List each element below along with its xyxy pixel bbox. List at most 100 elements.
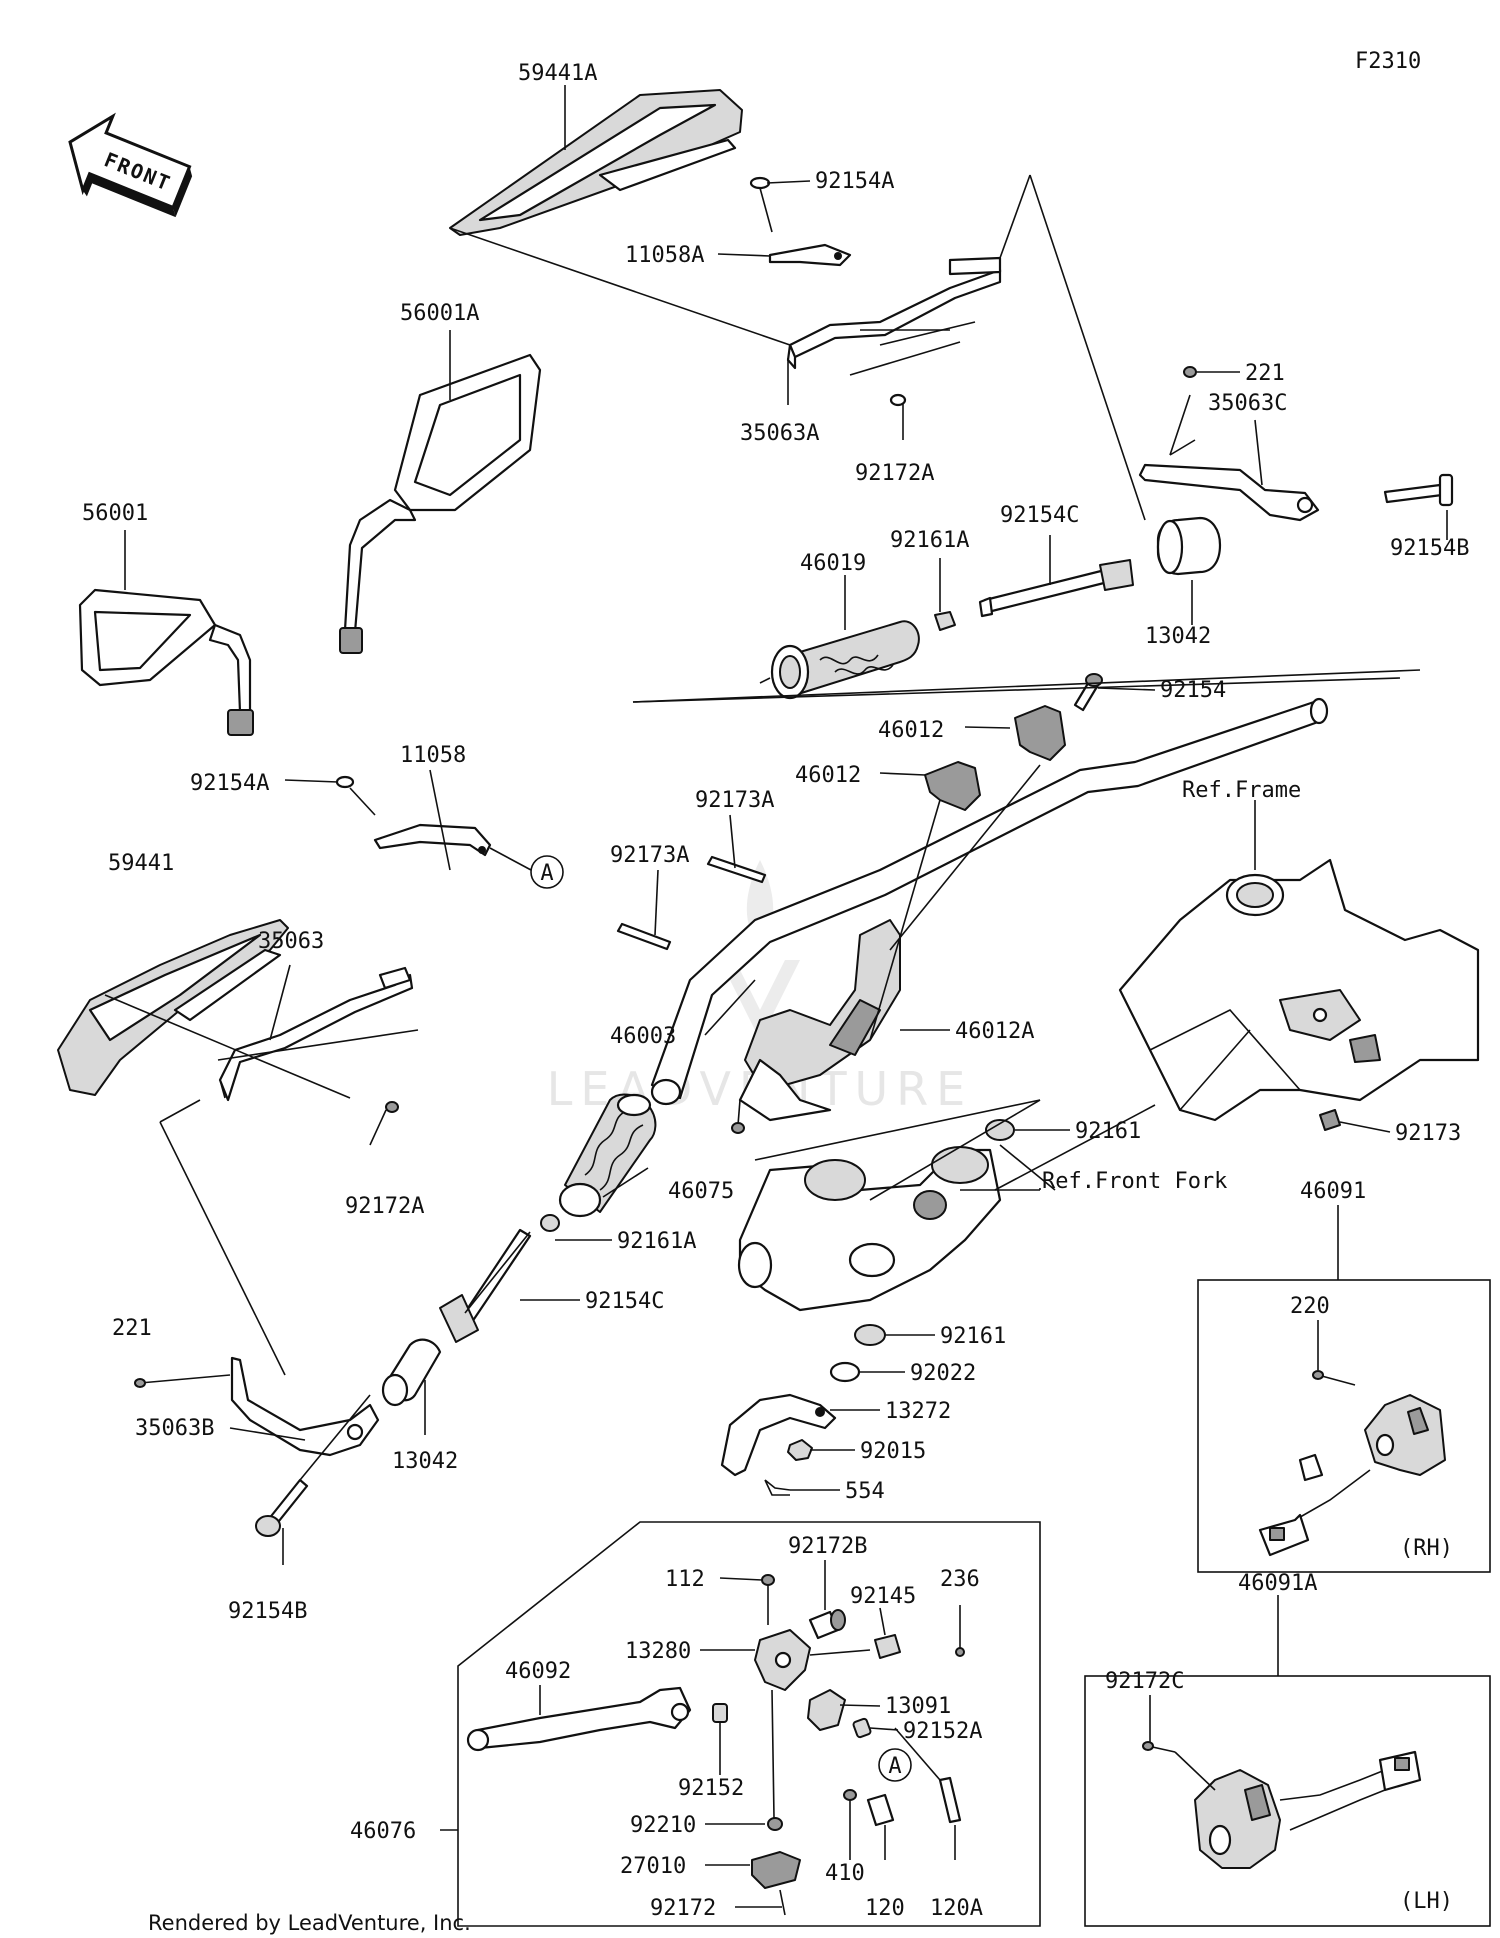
label-410: 410 [825,1861,865,1886]
switch-46091-rh [1258,1394,1446,1557]
label-92173: 92173 [1395,1121,1461,1146]
label-92161A-top: 92161A [890,528,969,553]
label-35063B: 35063B [135,1416,214,1441]
bolt-112 [761,1574,775,1625]
bracket-35063C [1138,394,1320,522]
label-46091: 46091 [1300,1179,1366,1204]
label-27010: 27010 [620,1854,686,1879]
callout-a-upper: A [530,855,564,889]
grip-46075 [558,1093,657,1218]
label-92173A-b: 92173A [610,843,689,868]
label-46076: 46076 [350,1819,416,1844]
label-554: 554 [845,1479,885,1504]
label-46091A: 46091A [1238,1571,1317,1596]
bolt-92154B-right [1383,473,1454,507]
throttle-grip-46019 [759,620,920,700]
label-92161-a: 92161 [1075,1119,1141,1144]
screw-221-left [139,1374,231,1384]
washer-92022 [829,1361,861,1383]
nut-92210 [767,1817,783,1831]
label-35063C: 35063C [1208,391,1287,416]
label-120: 120 [865,1896,905,1921]
label-92172B: 92172B [788,1534,867,1559]
bolt-92172B [808,1609,846,1640]
hand-guard-right [449,89,743,236]
label-92161-b: 92161 [940,1324,1006,1349]
label-92172C: 92172C [1105,1669,1184,1694]
diagram-id: F2310 [1355,49,1421,74]
clamp-46012-lower [924,761,981,811]
bracket-11058 [373,823,492,857]
switch-46091A-lh [1194,1750,1422,1869]
label-92154C-top: 92154C [1000,503,1079,528]
washer-410 [843,1789,857,1801]
label-13042-left: 13042 [392,1449,458,1474]
rh-switch-box [1197,1279,1491,1573]
nut-92015 [787,1439,813,1461]
label-92145: 92145 [850,1584,916,1609]
label-92154A-top: 92154A [815,169,894,194]
screw-92154A-left [335,775,376,816]
label-11058A: 11058A [625,243,704,268]
label-46075: 46075 [668,1179,734,1204]
label-92173A-a: 92173A [695,788,774,813]
screw-236 [955,1647,965,1657]
bracket-11058A [768,243,852,267]
bolt-120 [866,1793,895,1827]
label-13280: 13280 [625,1639,691,1664]
label-13091: 13091 [885,1694,951,1719]
switch-92145 [874,1634,901,1659]
front-fork-reference-drawing [737,1146,1002,1312]
label-92015: 92015 [860,1439,926,1464]
bolt-120A [938,1776,962,1824]
screw-92154A-top [749,176,773,233]
spacer-92161A-left [540,1214,560,1232]
label-92161A-left: 92161A [617,1229,696,1254]
label-221-top: 221 [1245,361,1285,386]
part-labels: 59441A 92154A 11058A 35063A 92172A 56001… [82,61,1469,1921]
label-13272: 13272 [885,1399,951,1424]
svg-text:A: A [540,861,553,886]
bracket-13272 [720,1393,837,1477]
screw-92172A-top [889,393,907,407]
label-ref-front-fork: Ref.Front Fork [1042,1169,1227,1194]
label-221-left: 221 [112,1316,152,1341]
label-56001A: 56001A [400,301,479,326]
label-59441A: 59441A [518,61,597,86]
label-lh: (LH) [1400,1889,1453,1914]
label-92154A-left: 92154A [190,771,269,796]
label-13042-right: 13042 [1145,624,1211,649]
label-46092: 46092 [505,1659,571,1684]
screw-220 [1312,1370,1356,1386]
label-92154: 92154 [1160,678,1226,703]
pin-92173A-upper [706,855,767,884]
label-92154C-left: 92154C [585,1289,664,1314]
label-92172: 92172 [650,1896,716,1921]
label-236: 236 [940,1567,980,1592]
screw-92172A-left [385,1101,399,1113]
clamp-46012A [731,919,901,1134]
mirror-56001A [339,353,542,654]
frame-reference-drawing [1118,858,1480,1122]
label-92210: 92210 [630,1813,696,1838]
lever-46092 [466,1686,692,1752]
label-92022: 92022 [910,1361,976,1386]
clamp-46012-upper [1014,705,1066,761]
screw-92172C [1142,1741,1176,1753]
leader-lines [104,85,1448,1908]
label-92152A: 92152A [903,1719,982,1744]
label-11058: 11058 [400,743,466,768]
bolt-92154C-top [978,559,1134,618]
label-220: 220 [1290,1294,1330,1319]
mirror-56001 [78,588,254,736]
bolt-92154B-left [255,1478,309,1537]
label-120A: 120A [930,1896,983,1921]
label-46012-a: 46012 [878,718,944,743]
switch-27010 [751,1851,801,1916]
label-112: 112 [665,1567,705,1592]
label-46003: 46003 [610,1024,676,1049]
label-46019: 46019 [800,551,866,576]
bracket-35063 [218,966,414,1102]
bracket-35063A [786,256,1002,376]
